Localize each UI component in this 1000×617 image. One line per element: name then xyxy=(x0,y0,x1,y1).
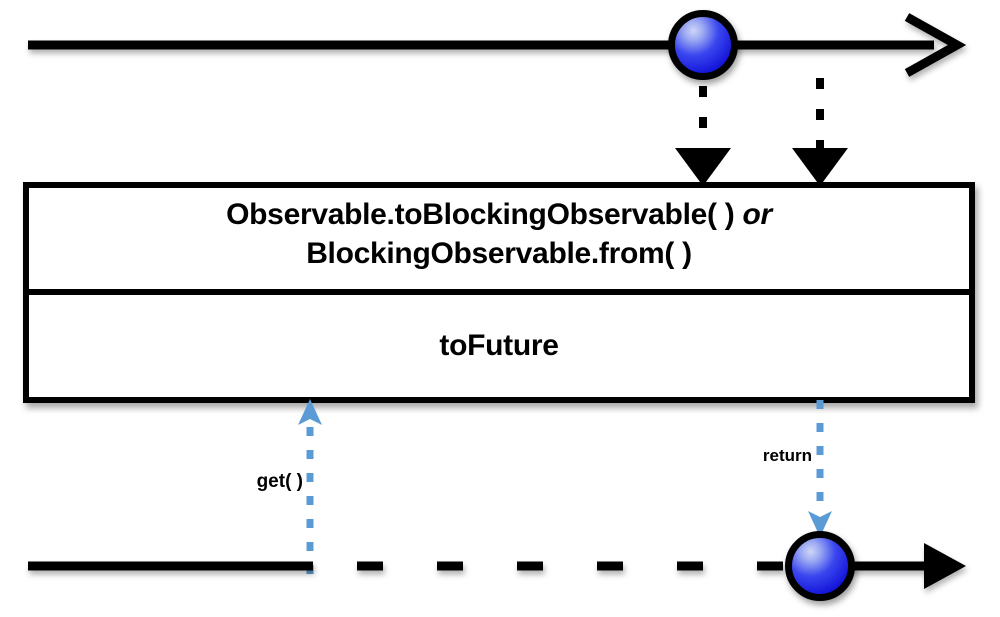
get-call-arrowhead xyxy=(298,399,322,425)
source-observable-timeline xyxy=(28,13,967,77)
return-call-arrow xyxy=(808,400,832,537)
result-timeline-arrowhead xyxy=(924,543,966,589)
operator-or-keyword: or xyxy=(742,198,772,231)
completion-emission-arrowhead xyxy=(792,148,848,186)
result-marble xyxy=(785,531,855,601)
return-call-label: return xyxy=(762,446,812,465)
operator-box-row2-label: toFuture xyxy=(439,329,559,362)
operator-box xyxy=(23,182,975,403)
value-emission-arrow xyxy=(675,86,731,186)
source-marble xyxy=(668,10,738,80)
get-call-label: get( ) xyxy=(256,471,303,492)
return-call-arrowhead xyxy=(808,511,832,537)
source-timeline-arrowhead xyxy=(904,13,967,77)
operator-name-primary: Observable.toBlockingObservable( ) xyxy=(226,198,735,231)
operator-box-line-1: Observable.toBlockingObservable( ) or xyxy=(26,196,972,234)
value-emission-arrowhead xyxy=(675,148,731,186)
completion-emission-arrow xyxy=(792,78,848,186)
operator-box-line-2: BlockingObservable.from( ) xyxy=(306,237,692,270)
get-call-arrow xyxy=(298,399,322,574)
